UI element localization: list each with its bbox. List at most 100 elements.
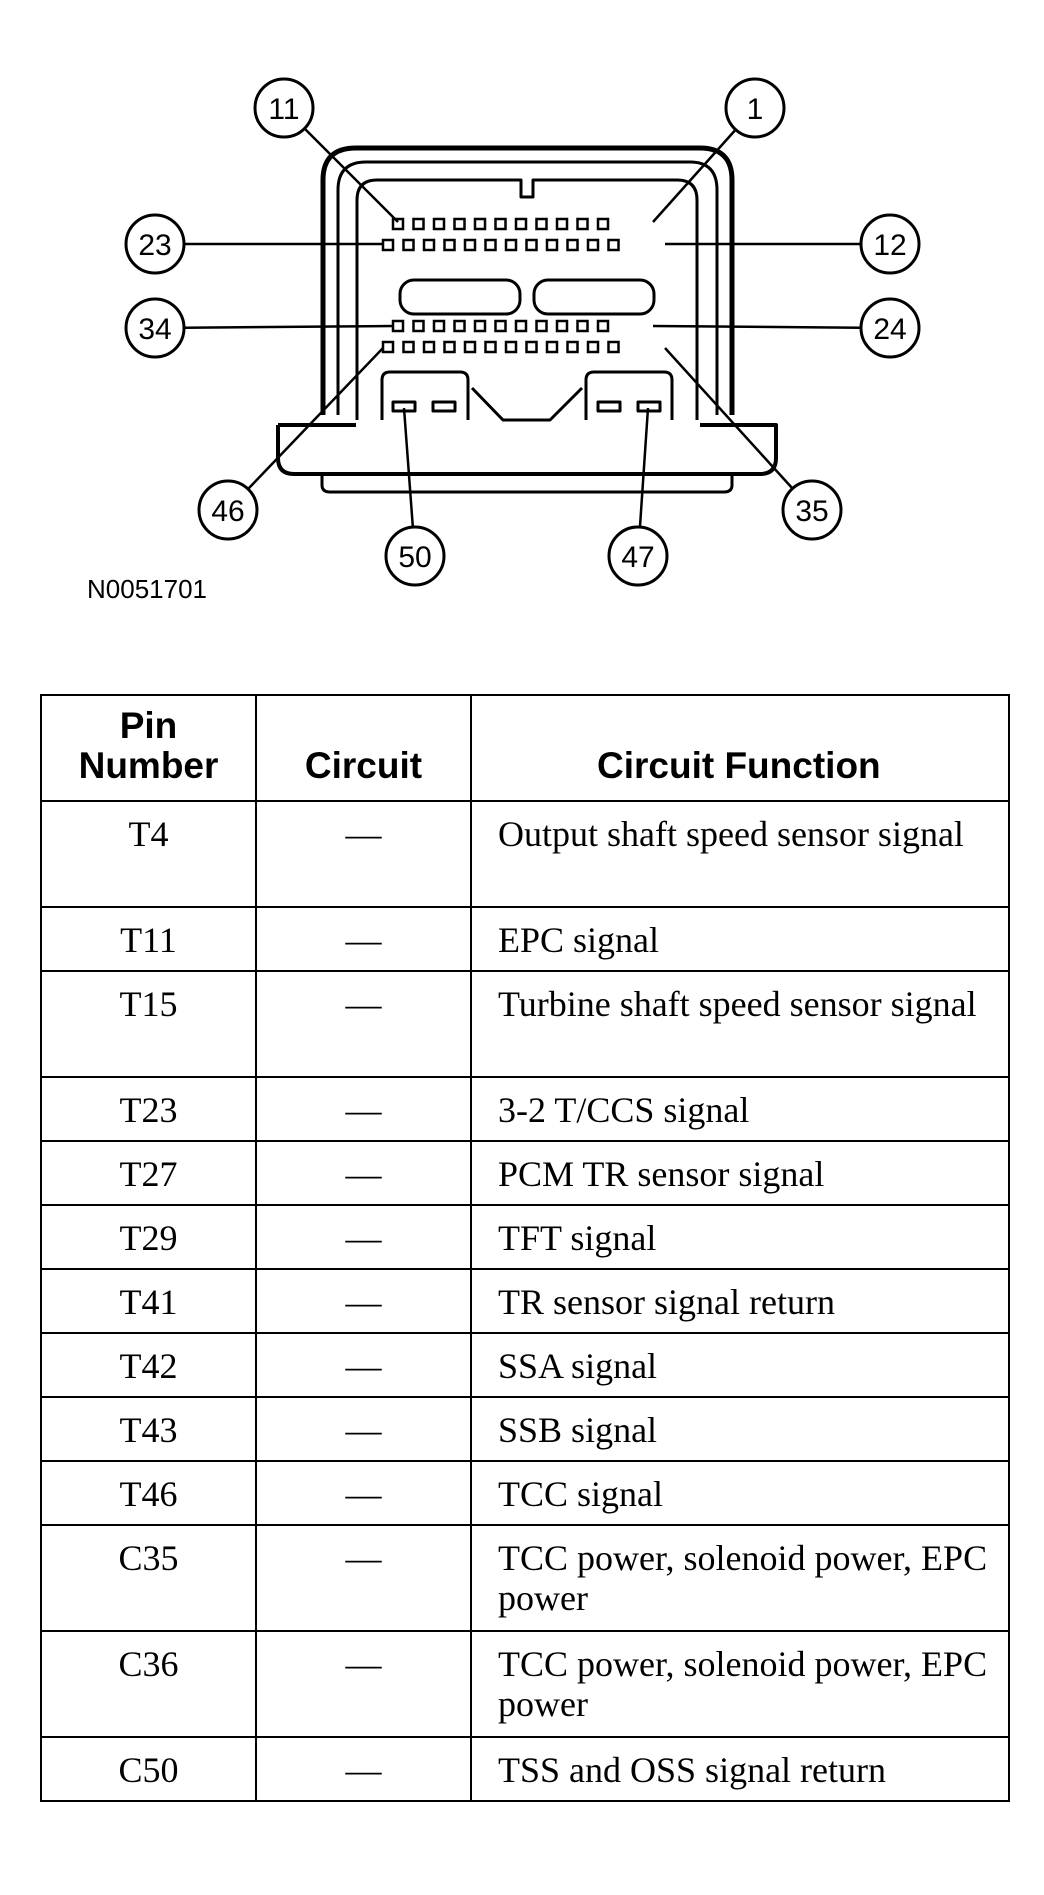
callout-circle: [607, 525, 669, 587]
callout-leader-line: [652, 128, 737, 223]
header-circuit: Circuit: [255, 694, 472, 802]
pin-cavity-row-3: [535, 319, 548, 333]
pin-cavity-row-3: [555, 319, 569, 333]
pin-cavity-row-3: [432, 319, 446, 333]
pin-cell: C35: [40, 1524, 257, 1632]
pin-cavity-row-4: [504, 340, 518, 354]
pin-cavity-row-4: [422, 340, 436, 354]
function-cell: TCC power, solenoid power, EPC power: [470, 1524, 1010, 1632]
pin-cavity-row-2: [607, 238, 620, 252]
pin-cavity-row-4: [545, 340, 559, 354]
table-row: T46—TCC signal: [40, 1460, 1010, 1526]
header-pin-number: Pin Number: [40, 694, 257, 802]
figure-id: N0051701: [87, 574, 207, 604]
pin-cavity-row-4: [381, 340, 395, 354]
pin-cavity-row-1: [391, 217, 405, 231]
pin-cavity-row-3: [412, 319, 425, 333]
table-row: C35—TCC power, solenoid power, EPC power: [40, 1524, 1010, 1632]
circuit-cell: —: [255, 1332, 472, 1398]
callout-label: 1: [747, 93, 764, 126]
callout-label: 12: [873, 229, 906, 262]
callout-leaders: [183, 127, 862, 528]
circuit-cell: —: [255, 970, 472, 1078]
callout-leader-line: [402, 407, 415, 528]
table-row: T43—SSB signal: [40, 1396, 1010, 1462]
function-cell: TCC power, solenoid power, EPC power: [470, 1630, 1010, 1738]
callout-circle: [384, 525, 446, 587]
callout-circle: [859, 297, 921, 359]
pin-cavity-row-2: [402, 238, 415, 252]
table-row: T15—Turbine shaft speed sensor signal: [40, 970, 1010, 1078]
circuit-cell: —: [255, 1736, 472, 1802]
callout-label: 34: [138, 313, 171, 346]
function-cell: 3-2 T/CCS signal: [470, 1076, 1010, 1142]
header-circuit-function: Circuit Function: [470, 694, 1010, 802]
pin-cavity-row-2: [463, 238, 477, 252]
pin-cavity-row-2: [586, 238, 600, 252]
pin-cavity-row-1: [473, 217, 487, 231]
callout-circle: [253, 77, 315, 139]
function-cell: TSS and OSS signal return: [470, 1736, 1010, 1802]
callout-leader-line: [247, 347, 384, 490]
function-cell: TCC signal: [470, 1460, 1010, 1526]
circuit-cell: —: [255, 1204, 472, 1270]
callout-circle: [124, 297, 186, 359]
pin-cell: T15: [40, 970, 257, 1078]
pin-cavity-row-1: [432, 217, 446, 231]
circuit-cell: —: [255, 1524, 472, 1632]
table-row: T11—EPC signal: [40, 906, 1010, 972]
pin-cavity-row-2: [545, 238, 559, 252]
pin-cavity-row-2: [443, 238, 456, 252]
callout-circle: [197, 479, 259, 541]
pin-cell: T46: [40, 1460, 257, 1526]
circuit-cell: —: [255, 1396, 472, 1462]
pin-cavity-row-4: [443, 340, 456, 354]
pin-cavity-row-1: [494, 217, 507, 231]
table-row: T4—Output shaft speed sensor signal: [40, 800, 1010, 908]
function-cell: SSB signal: [470, 1396, 1010, 1462]
pin-cell: T4: [40, 800, 257, 908]
pin-cavity-row-1: [535, 217, 548, 231]
callout-leader-line: [664, 347, 794, 490]
pin-cavity-row-2: [381, 238, 395, 252]
function-cell: EPC signal: [470, 906, 1010, 972]
pin-cell: T43: [40, 1396, 257, 1462]
table-row: T27—PCM TR sensor signal: [40, 1140, 1010, 1206]
table-row: T41—TR sensor signal return: [40, 1268, 1010, 1334]
table-row: T42—SSA signal: [40, 1332, 1010, 1398]
function-cell: SSA signal: [470, 1332, 1010, 1398]
pin-cavity-row-4: [484, 340, 497, 354]
circuit-cell: —: [255, 906, 472, 972]
callout-label: 47: [621, 541, 654, 574]
function-cell: PCM TR sensor signal: [470, 1140, 1010, 1206]
pin-cavity-row-3: [576, 319, 589, 333]
circuit-cell: —: [255, 1268, 472, 1334]
pin-cavity-row-4: [586, 340, 600, 354]
table-row: C50—TSS and OSS signal return: [40, 1736, 1010, 1802]
pin-cavity-row-2: [504, 238, 518, 252]
pin-cavity-row-3: [494, 319, 507, 333]
pin-cell: C36: [40, 1630, 257, 1738]
pin-cavity-row-4: [525, 340, 538, 354]
pin-cavity-row-3: [473, 319, 487, 333]
pin-cavity-row-2: [422, 238, 436, 252]
callout-label: 35: [795, 495, 828, 528]
function-cell: TFT signal: [470, 1204, 1010, 1270]
pin-cavity-row-3: [514, 319, 528, 333]
pin-cavity-row-1: [514, 217, 528, 231]
circuit-cell: —: [255, 1460, 472, 1526]
pin-cell: T29: [40, 1204, 257, 1270]
circuit-cell: —: [255, 800, 472, 908]
pin-cavity-row-1: [596, 217, 610, 231]
circuit-cell: —: [255, 1076, 472, 1142]
pin-cell: T41: [40, 1268, 257, 1334]
pin-cavity-row-4: [463, 340, 477, 354]
callout-label: 23: [138, 229, 171, 262]
pin-cavity-row-3: [596, 319, 610, 333]
pin-cavity-row-1: [555, 217, 569, 231]
pin-cavity-row-2: [566, 238, 579, 252]
function-cell: Turbine shaft speed sensor signal: [470, 970, 1010, 1078]
callout-leader-line: [652, 324, 862, 330]
callout-circle: [724, 77, 786, 139]
